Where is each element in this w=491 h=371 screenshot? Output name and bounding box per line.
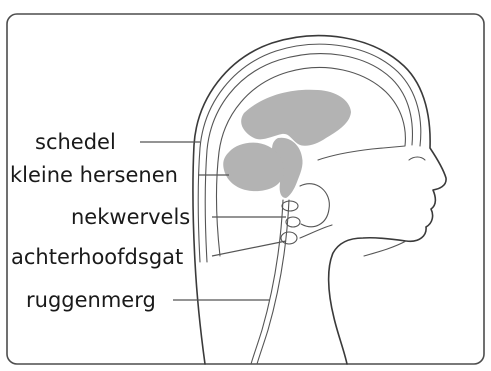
label-skull: schedel xyxy=(35,130,116,154)
label-foramen-magnum: achterhoofdsgat xyxy=(11,245,183,269)
label-cerebellum: kleine hersenen xyxy=(10,163,178,187)
label-cervical-vertebrae: nekwervels xyxy=(71,205,190,229)
label-spinal-cord: ruggenmerg xyxy=(26,288,156,312)
